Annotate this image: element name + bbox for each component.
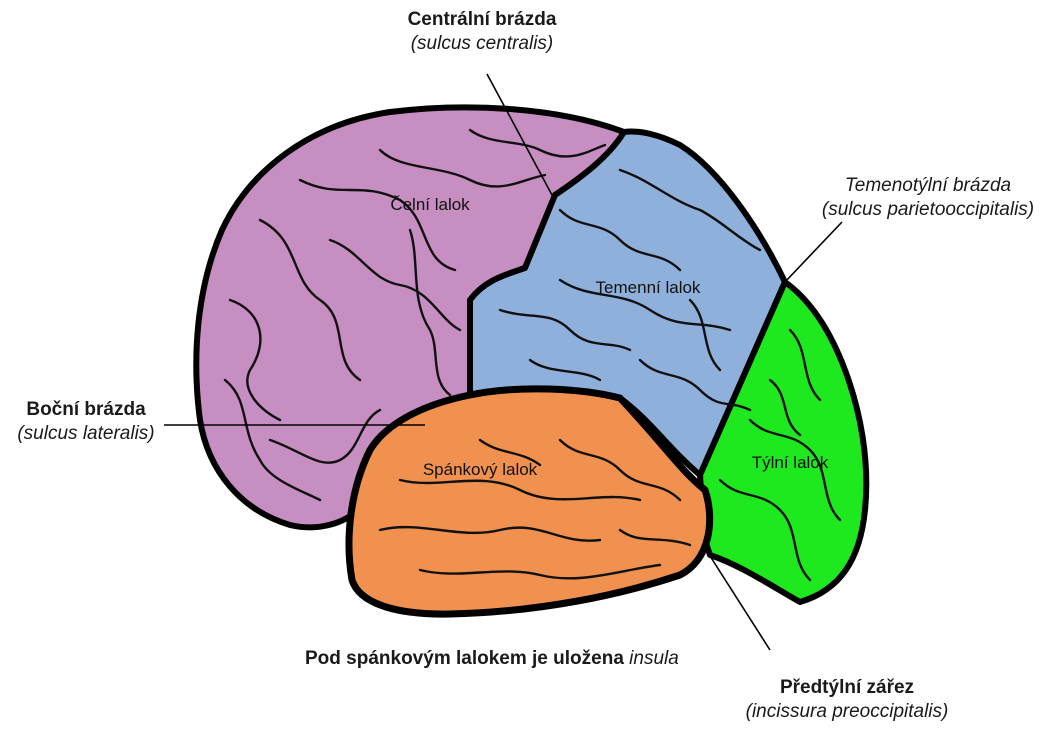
parieto-occipital-sulcus-name: Temenotýlní brázda: [798, 174, 1058, 198]
occipital-lobe-label: Týlní lalok: [752, 453, 829, 472]
parieto-occipital-sulcus-callout: Temenotýlní brázda (sulcus parietooccipi…: [798, 174, 1058, 222]
preoccipital-notch-name: Předtýlní zářez: [712, 676, 982, 700]
insula-note-emphasis: insula: [629, 648, 679, 669]
central-sulcus-latin: (sulcus centralis): [392, 32, 572, 56]
frontal-lobe-label: Čelní lalok: [390, 195, 470, 214]
insula-note-text: Pod spánkovým lalokem je uložena: [305, 648, 629, 669]
central-sulcus-name: Centrální brázda: [392, 8, 572, 32]
parieto-occipital-leader-line: [785, 222, 842, 282]
insula-note: Pod spánkovým lalokem je uložena insula: [305, 648, 679, 670]
lateral-sulcus-latin: (sulcus lateralis): [0, 422, 172, 446]
temporal-lobe-label: Spánkový lalok: [423, 460, 538, 479]
parietal-lobe-label: Temenní lalok: [596, 278, 701, 297]
lateral-sulcus-callout: Boční brázda (sulcus lateralis): [0, 398, 172, 446]
central-sulcus-callout: Centrální brázda (sulcus centralis): [392, 8, 572, 56]
preoccipital-notch-callout: Předtýlní zářez (incissura preoccipitali…: [712, 676, 982, 724]
lateral-sulcus-name: Boční brázda: [0, 398, 172, 422]
preoccipital-notch-latin: (incissura preoccipitalis): [712, 700, 982, 724]
parieto-occipital-sulcus-latin: (sulcus parietooccipitalis): [798, 198, 1058, 222]
